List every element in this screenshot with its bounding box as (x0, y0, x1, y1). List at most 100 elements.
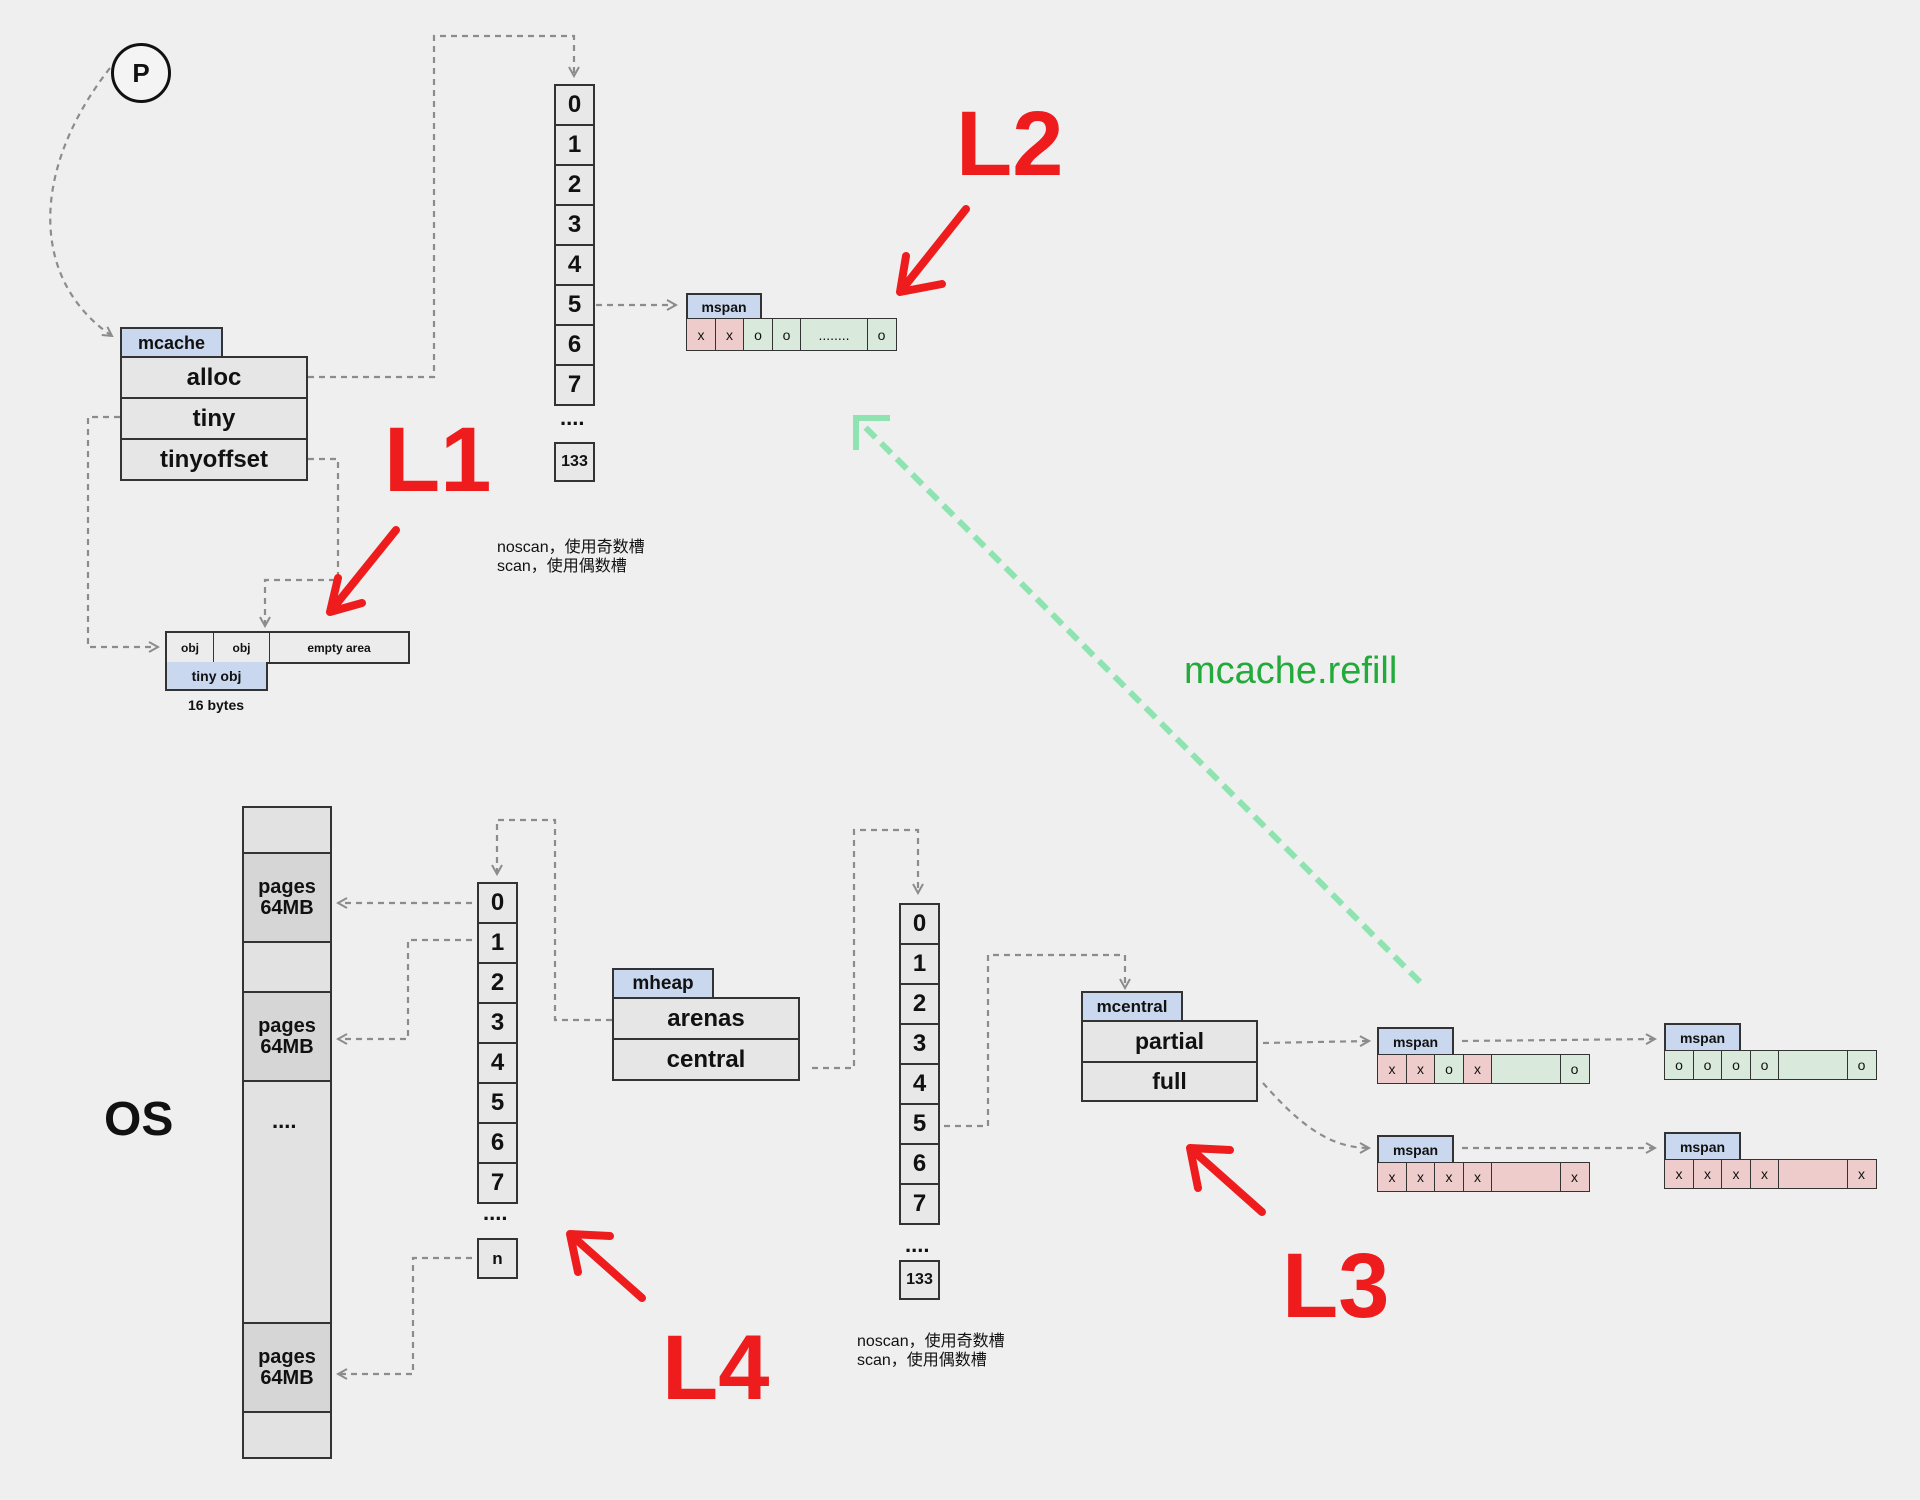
central-array-last-slot: 133 (899, 1260, 940, 1300)
top-array-slot-label-3: 3 (567, 211, 582, 238)
top-array-slot-label-5: 5 (567, 291, 582, 318)
top-mspan-cell-label-5: o (877, 326, 886, 343)
central-array-slot-4: 4 (899, 1063, 940, 1105)
mspan-4-cell-1: x (1692, 1159, 1723, 1189)
arena-array-slot-label-4: 4 (490, 1049, 505, 1076)
arena-array-slot-label-1: 1 (490, 929, 505, 956)
top-array-last-label: 133 (561, 453, 588, 470)
mheap-central-label: central (666, 1045, 746, 1073)
mspan-1-cell-label-0: x (1388, 1061, 1396, 1077)
mspan-3-cell-4 (1491, 1162, 1561, 1192)
mspan-2-cell-1: o (1692, 1050, 1723, 1080)
top-array-ellipsis: .... (560, 405, 585, 430)
mspan-2-cell-3: o (1749, 1050, 1780, 1080)
p-node: P (111, 43, 171, 103)
mspan-2-cell-label-1: o (1703, 1057, 1712, 1073)
mheap-tag-label: mheap (632, 973, 694, 994)
mcentral-full: full (1081, 1061, 1258, 1102)
top-array-last-slot: 133 (554, 442, 595, 482)
mcentral-tag: mcentral (1081, 991, 1183, 1021)
arena-array-slot-label-3: 3 (490, 1009, 505, 1036)
mspan-3-cell-5: x (1559, 1162, 1590, 1192)
mspan-3-cell-label-0: x (1388, 1169, 1396, 1185)
refill-arrow-line (859, 421, 1423, 985)
mspan-1-cell-label-2: o (1445, 1061, 1453, 1077)
mspan-1-cell-label-5: o (1570, 1061, 1579, 1077)
l2-arrow (896, 205, 970, 296)
arena-array-slot-7: 7 (477, 1162, 518, 1204)
mspan-2-tag: mspan (1664, 1023, 1741, 1051)
mspan-2-tag-label: mspan (1679, 1030, 1726, 1046)
mspan-1-cell-4 (1491, 1054, 1561, 1084)
tiny-block-empty-area-label: empty area (307, 640, 371, 655)
mcentral-partial: partial (1081, 1020, 1258, 1063)
central-array-slot-3: 3 (899, 1023, 940, 1065)
tiny-block: obj obj empty area (165, 631, 410, 664)
connector-central-to-array (812, 828, 918, 1070)
top-array-slot-7: 7 (554, 364, 595, 406)
mspan-4-cell-label-5: x (1858, 1166, 1865, 1182)
mspan-4-cell-0: x (1664, 1159, 1694, 1189)
mspan-4-cell-label-0: x (1675, 1166, 1683, 1182)
refill-arrow-head (853, 415, 890, 450)
top-array-slot-label-0: 0 (567, 91, 582, 118)
central-array-slot-label-3: 3 (912, 1030, 927, 1057)
mheap-central: central (612, 1038, 800, 1081)
mspan-1-cell-label-1: x (1417, 1061, 1424, 1077)
p-node-label: P (132, 57, 150, 88)
top-array-slot-3: 3 (554, 204, 595, 246)
mcache-tag: mcache (120, 327, 223, 357)
arena-array-slot-label-0: 0 (490, 889, 505, 916)
connector-array1-to-pages (338, 938, 472, 1039)
mcache-tiny: tiny (120, 397, 308, 440)
central-array-slot-label-7: 7 (912, 1190, 927, 1217)
mspan-3-tag: mspan (1377, 1135, 1454, 1163)
top-mspan-cell-label-1: x (726, 326, 733, 343)
connector-array5-to-mcentral (944, 953, 1125, 1128)
os-pages-block-1: pages 64MB (242, 852, 332, 943)
top-array-slot-label-1: 1 (567, 131, 582, 158)
top-mspan-cell-label-4: ........ (818, 326, 850, 343)
mspan-3-cell-label-2: x (1445, 1169, 1453, 1185)
mspan-2-cell-label-2: o (1732, 1057, 1740, 1073)
top-mspan-cell-label-2: o (754, 326, 762, 343)
tiny-block-empty-area: empty area (270, 633, 408, 662)
mspan-4-cell-3: x (1749, 1159, 1780, 1189)
mspan-2-cell-0: o (1664, 1050, 1694, 1080)
connector-arrayn-to-pages (338, 1256, 472, 1374)
top-array-slot-label-4: 4 (567, 251, 582, 278)
l4-arrow (566, 1230, 646, 1302)
os-ellipsis: .... (272, 1108, 297, 1133)
top-mspan-cell-5: o (866, 318, 897, 351)
mspan-4-cell-label-1: x (1704, 1166, 1711, 1182)
central-array-slot-6: 6 (899, 1143, 940, 1185)
arena-array-slot-1: 1 (477, 922, 518, 964)
top-mspan-cell-2: o (743, 318, 773, 351)
arena-array-slot-0: 0 (477, 882, 518, 924)
os-pages-label-2: pages 64MB (258, 1014, 316, 1058)
mspan-1-cell-2: o (1434, 1054, 1464, 1084)
arena-array-slot-label-6: 6 (490, 1129, 505, 1156)
mspan-2-cell-label-3: o (1760, 1057, 1769, 1073)
l3-arrow (1186, 1144, 1266, 1216)
central-array-slot-5: 5 (899, 1103, 940, 1145)
os-pages-block-2: pages 64MB (242, 991, 332, 1082)
mspan-1-cell-3: x (1462, 1054, 1493, 1084)
mspan-3-cell-1: x (1405, 1162, 1436, 1192)
arena-array-slot-3: 3 (477, 1002, 518, 1044)
mcache-alloc: alloc (120, 356, 308, 399)
mspan-4-cell-5: x (1846, 1159, 1877, 1189)
mspan-1-cell-1: x (1405, 1054, 1436, 1084)
top-note-noscan: noscan，使用奇数槽 (497, 539, 645, 556)
arena-array-slot-2: 2 (477, 962, 518, 1004)
top-mspan-cell-label-0: x (697, 326, 705, 343)
mspan-3-cell-label-3: x (1474, 1169, 1481, 1185)
mspan-3-cell-2: x (1434, 1162, 1464, 1192)
mheap-arenas: arenas (612, 997, 800, 1040)
os-pages-label-3: pages 64MB (258, 1345, 316, 1389)
mcentral-tag-label: mcentral (1096, 997, 1168, 1016)
mspan-2-cell-2: o (1721, 1050, 1751, 1080)
top-mspan-cell-label-3: o (782, 326, 791, 343)
